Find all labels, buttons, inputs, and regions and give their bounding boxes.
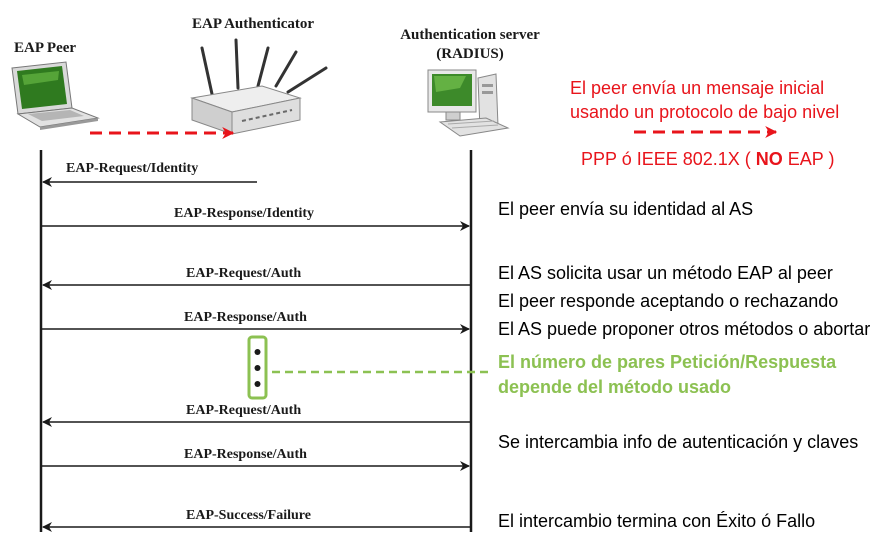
method-note-line2: El peer responde aceptando o rechazando: [498, 291, 839, 311]
server-computer-icon: [427, 69, 510, 137]
repeat-ellipsis-box: [247, 335, 268, 400]
message-label: EAP-Request/Identity: [66, 161, 199, 176]
message-label: EAP-Response/Auth: [184, 310, 307, 325]
router-icon: [190, 38, 328, 135]
authenticator-label: EAP Authenticator: [192, 16, 315, 32]
initial-message-note: El peer envía un mensaje inicial usando …: [570, 76, 839, 124]
message-label: EAP-Request/Auth: [186, 266, 302, 281]
end-note: El intercambio termina con Éxito ó Fallo: [498, 511, 816, 531]
protocol-note: PPP ó IEEE 802.1X ( NO EAP ): [581, 149, 834, 170]
method-note-line1: El AS solicita usar un método EAP al pee…: [498, 263, 833, 283]
server-label: Authentication server (RADIUS): [380, 26, 560, 64]
message-label: EAP-Response/Auth: [184, 447, 307, 462]
pairs-note: El número de pares Petición/Respuesta de…: [498, 350, 836, 400]
server-label-line2: (RADIUS): [436, 46, 504, 62]
laptop-icon: [11, 61, 100, 130]
identity-note: El peer envía su identidad al AS: [498, 199, 754, 219]
protocol-note-suffix: EAP ): [782, 149, 835, 169]
initial-note-line1: El peer envía un mensaje inicial: [570, 78, 825, 98]
protocol-note-no: NO: [755, 149, 783, 169]
method-note: El AS solicita usar un método EAP al pee…: [498, 259, 870, 343]
initial-note-line2: usando un protocolo de bajo nivel: [570, 102, 840, 122]
peer-label: EAP Peer: [14, 40, 77, 56]
message-label: EAP-Success/Failure: [186, 508, 311, 523]
protocol-note-prefix: PPP ó IEEE 802.1X (: [581, 149, 756, 169]
method-note-line3: El AS puede proponer otros métodos o abo…: [498, 319, 871, 339]
message-label: EAP-Request/Auth: [186, 403, 302, 418]
message-label: EAP-Response/Identity: [174, 206, 315, 221]
pairs-note-line1: El número de pares Petición/Respuesta: [498, 352, 837, 372]
keys-note: Se intercambia info de autenticación y c…: [498, 432, 859, 452]
pairs-note-line2: depende del método usado: [498, 377, 732, 397]
server-label-line1: Authentication server: [400, 27, 540, 43]
